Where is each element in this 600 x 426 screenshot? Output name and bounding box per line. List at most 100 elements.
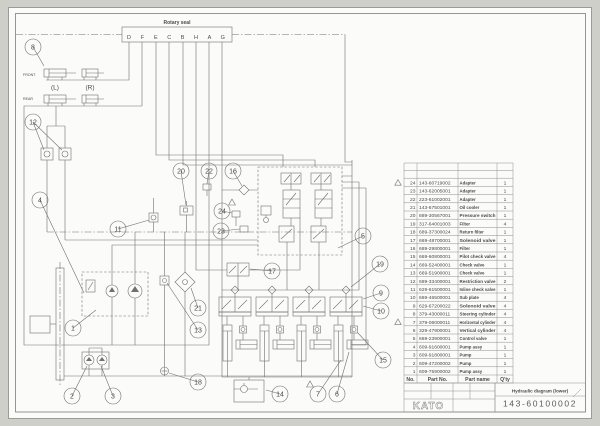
callout-number: 2	[70, 393, 74, 400]
row-qty: 1	[504, 180, 507, 186]
rotary-seal-port: E	[154, 35, 158, 41]
callout-number: 21	[194, 305, 202, 312]
row-qty: 1	[504, 369, 507, 375]
row-qty: 1	[504, 344, 507, 350]
row-part-name: Restriction valve	[460, 279, 497, 284]
row-part-name: Pump assy	[460, 344, 483, 349]
row-no: 1	[413, 369, 416, 375]
revision-triangle-icon	[394, 178, 402, 186]
row-no: 16	[410, 246, 416, 252]
callout-4: 4	[31, 191, 85, 294]
left-cylinder-label: (L)	[51, 85, 59, 92]
row-qty: 1	[504, 262, 507, 268]
rotary-seal-label: Rotary seal	[164, 20, 192, 26]
callout-number: 6	[335, 391, 339, 398]
callout-21: 21	[189, 287, 207, 317]
row-part-no: 629-61500001	[419, 287, 451, 293]
table-header: Q'ty	[500, 377, 510, 383]
restriction-valves	[40, 106, 72, 240]
callout-number: 13	[194, 327, 202, 334]
row-part-name: Adapter	[460, 180, 477, 185]
callout-12: 12	[24, 113, 63, 151]
callout-number: 8	[31, 44, 35, 51]
row-part-no: 379-43000011	[419, 312, 450, 318]
row-part-no: 669-60800001	[419, 254, 451, 260]
pump-assy-box	[81, 232, 258, 345]
oil-cooler-icon	[174, 232, 196, 376]
row-no: 22	[410, 197, 416, 203]
row-part-name: Check valve	[460, 271, 485, 276]
table-header: Part No.	[428, 377, 448, 383]
rotary-seal-port: G	[221, 35, 225, 41]
callout-17: 17	[249, 262, 281, 280]
check-valve-box-14	[233, 377, 265, 403]
callout-number: 11	[114, 226, 121, 233]
row-part-name: Pilot check valve	[460, 254, 497, 259]
callout-10: 10	[362, 302, 390, 320]
callout-22: 22	[200, 162, 218, 185]
drawing-frame	[15, 13, 586, 413]
callout-number: 14	[276, 391, 284, 398]
callout-3: 3	[100, 365, 122, 405]
front-label: FRONT	[23, 73, 36, 77]
row-qty: 1	[504, 271, 507, 277]
rotary-seal-port: C	[167, 35, 171, 41]
row-qty: 2	[504, 279, 507, 285]
row-qty: 1	[504, 213, 507, 219]
row-part-name: Solenoid valve	[460, 303, 497, 308]
table-header: No.	[406, 377, 415, 383]
callout-number: 7	[316, 391, 320, 398]
row-no: 17	[410, 238, 416, 244]
engine-box	[29, 315, 51, 334]
row-no: 6	[413, 328, 416, 334]
row-part-name: Pressure switch	[460, 213, 496, 218]
callout-number: 20	[177, 168, 185, 175]
callout-1: 1	[64, 309, 97, 337]
row-qty: 1	[504, 353, 507, 359]
rear-label: REAR	[23, 97, 33, 101]
row-part-name: Inline check valve	[460, 287, 497, 292]
row-part-name: Steering cylinder	[460, 312, 496, 317]
callout-7: 7	[309, 359, 342, 403]
callout-24: 24	[213, 202, 233, 220]
callout-number: 10	[377, 308, 385, 315]
callout-23: 23	[212, 222, 241, 240]
row-no: 13	[410, 271, 416, 277]
row-no: 15	[410, 254, 416, 260]
control-valve-box	[249, 166, 343, 290]
row-part-name: Filter	[460, 221, 471, 226]
return-filter-icon	[160, 366, 169, 376]
row-part-name: Sub plate	[460, 295, 480, 300]
callout-11: 11	[109, 219, 150, 238]
row-part-no: 609-91800001	[419, 353, 451, 359]
row-no: 4	[413, 344, 416, 350]
row-part-name: Adapter	[460, 197, 477, 202]
callout-number: 3	[111, 393, 115, 400]
row-qty: 1	[504, 205, 507, 211]
row-no: 20	[410, 213, 416, 219]
row-part-no: 689-29800001	[419, 246, 451, 252]
row-qty: 1	[504, 336, 507, 342]
row-part-no: 223-61002001	[419, 197, 451, 203]
callout-number: 22	[205, 168, 213, 175]
title-block: KATO Hydraulic diagram (lower) 143-60100…	[403, 382, 586, 413]
row-part-name: Return filter	[460, 230, 485, 235]
row-part-no: 609-91600001	[419, 344, 451, 350]
row-no: 8	[413, 312, 416, 318]
row-qty: 1	[504, 287, 507, 293]
right-cylinder-label: (R)	[85, 85, 94, 92]
